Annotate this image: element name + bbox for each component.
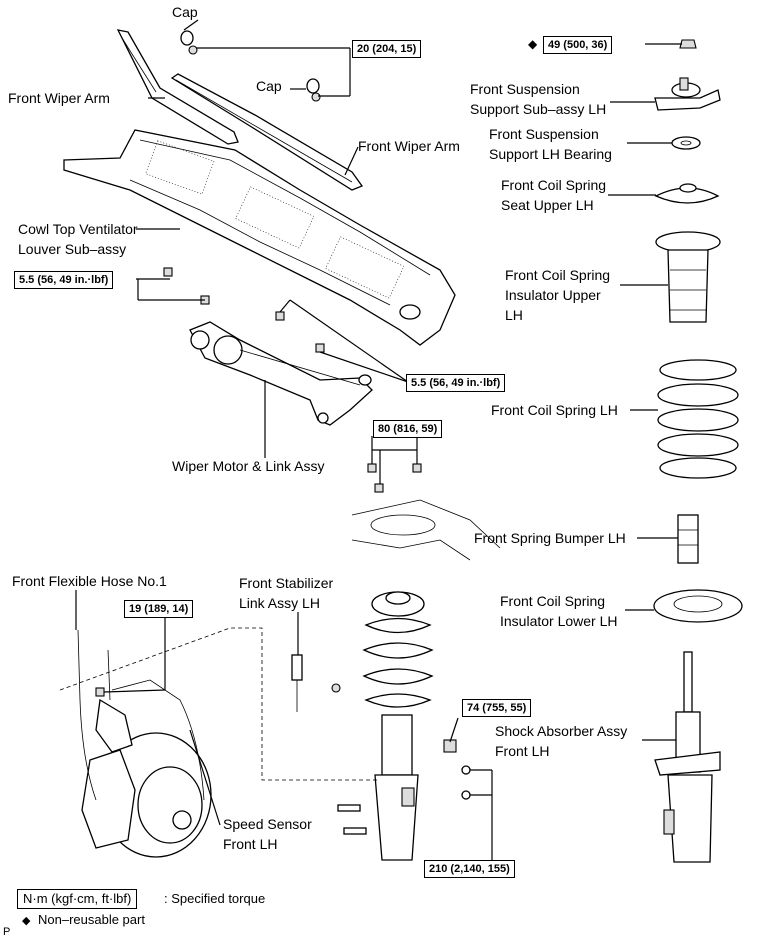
label-speed-sensor-line2: Front LH — [223, 836, 278, 852]
label-insulator-lower-line1: Front Coil Spring — [500, 593, 606, 609]
legend-unit-box: N·m (kgf·cm, ft·lbf) — [17, 889, 138, 909]
label-susp-support-line1: Front Suspension — [470, 81, 580, 97]
torque-5-5-right: 5.5 (56, 49 in.·lbf) — [406, 374, 506, 392]
stabilizer-link-drawing — [291, 654, 457, 753]
nut-top-drawing — [188, 45, 198, 55]
label-wiper-motor: Wiper Motor & Link Assy — [172, 458, 325, 474]
nut-mid-drawing — [311, 92, 321, 102]
label-speed-sensor-line1: Speed Sensor — [223, 816, 312, 832]
spring-seat-upper-drawing — [654, 183, 720, 204]
label-stabilizer-line1: Front Stabilizer — [239, 575, 334, 591]
wiper-motor-bolts-drawing — [163, 267, 325, 353]
label-cap-mid: Cap — [256, 78, 282, 94]
insulator-upper-drawing — [655, 231, 721, 323]
insulator-lower-drawing — [653, 589, 743, 623]
front-wiper-arm-right-drawing — [170, 73, 364, 191]
legend-unit-desc: : Specified torque — [164, 891, 266, 906]
label-front-flexible-hose: Front Flexible Hose No.1 — [12, 573, 167, 589]
label-spring-seat-line2: Seat Upper LH — [501, 197, 594, 213]
torque-5-5-left: 5.5 (56, 49 in.·lbf) — [14, 271, 114, 289]
torque-210: 210 (2,140, 155) — [424, 860, 515, 878]
label-cap-top: Cap — [172, 4, 198, 20]
strut-bolts-drawing — [337, 765, 471, 835]
leader-lines — [75, 19, 682, 860]
front-wiper-arm-left-drawing — [116, 29, 239, 145]
label-shock-line2: Front LH — [495, 743, 550, 759]
spring-bumper-drawing — [677, 514, 699, 564]
strut-nuts-drawing — [367, 463, 422, 493]
label-stabilizer-line2: Link Assy LH — [239, 595, 320, 611]
wiper-motor-link-drawing — [189, 321, 373, 426]
cowl-top-louver-drawing — [63, 129, 456, 346]
nut-49-drawing — [679, 39, 697, 49]
label-spring-seat-line1: Front Coil Spring — [501, 177, 607, 193]
label-front-wiper-arm-left: Front Wiper Arm — [8, 90, 110, 106]
label-insulator-lower-line2: Insulator Lower LH — [500, 613, 618, 629]
brake-disc-drawing — [81, 698, 212, 858]
label-cowl-line1: Cowl Top Ventilator — [18, 221, 138, 237]
torque-49: 49 (500, 36) — [543, 36, 613, 54]
cap-mid-drawing — [306, 78, 320, 94]
label-spring-bumper: Front Spring Bumper LH — [474, 530, 626, 546]
brake-hose-drawing — [77, 629, 205, 801]
torque-74: 74 (755, 55) — [462, 699, 532, 717]
torque-80: 80 (816, 59) — [373, 420, 443, 438]
label-insulator-upper-line1: Front Coil Spring — [505, 267, 611, 283]
label-shock-line1: Shock Absorber Assy — [495, 723, 628, 739]
label-insulator-upper-line2: Insulator Upper — [505, 287, 601, 303]
suspension-support-drawing — [654, 77, 721, 111]
torque-19: 19 (189, 14) — [124, 600, 194, 618]
label-susp-bearing-line1: Front Suspension — [489, 126, 599, 142]
diamond-icon: ◆ — [528, 37, 538, 51]
legend-diamond-icon: ◆ — [22, 915, 31, 927]
suspension-bearing-drawing — [671, 136, 701, 150]
label-susp-bearing-line2: Support LH Bearing — [489, 146, 612, 162]
body-mount-drawing — [351, 499, 501, 561]
label-front-wiper-arm-right: Front Wiper Arm — [358, 138, 460, 154]
shock-absorber-drawing — [654, 651, 721, 863]
label-susp-support-line2: Support Sub–assy LH — [470, 101, 607, 117]
label-insulator-upper-line3: LH — [505, 307, 523, 323]
torque-20: 20 (204, 15) — [352, 40, 422, 58]
label-coil-spring: Front Coil Spring LH — [491, 402, 618, 418]
cap-top-drawing — [180, 30, 194, 46]
legend-non-reusable: Non–reusable part — [38, 912, 145, 927]
label-cowl-line2: Louver Sub–assy — [18, 241, 127, 257]
corner-code: P — [3, 926, 11, 938]
coil-spring-drawing — [657, 359, 739, 479]
strut-assembly-drawing — [362, 591, 434, 861]
